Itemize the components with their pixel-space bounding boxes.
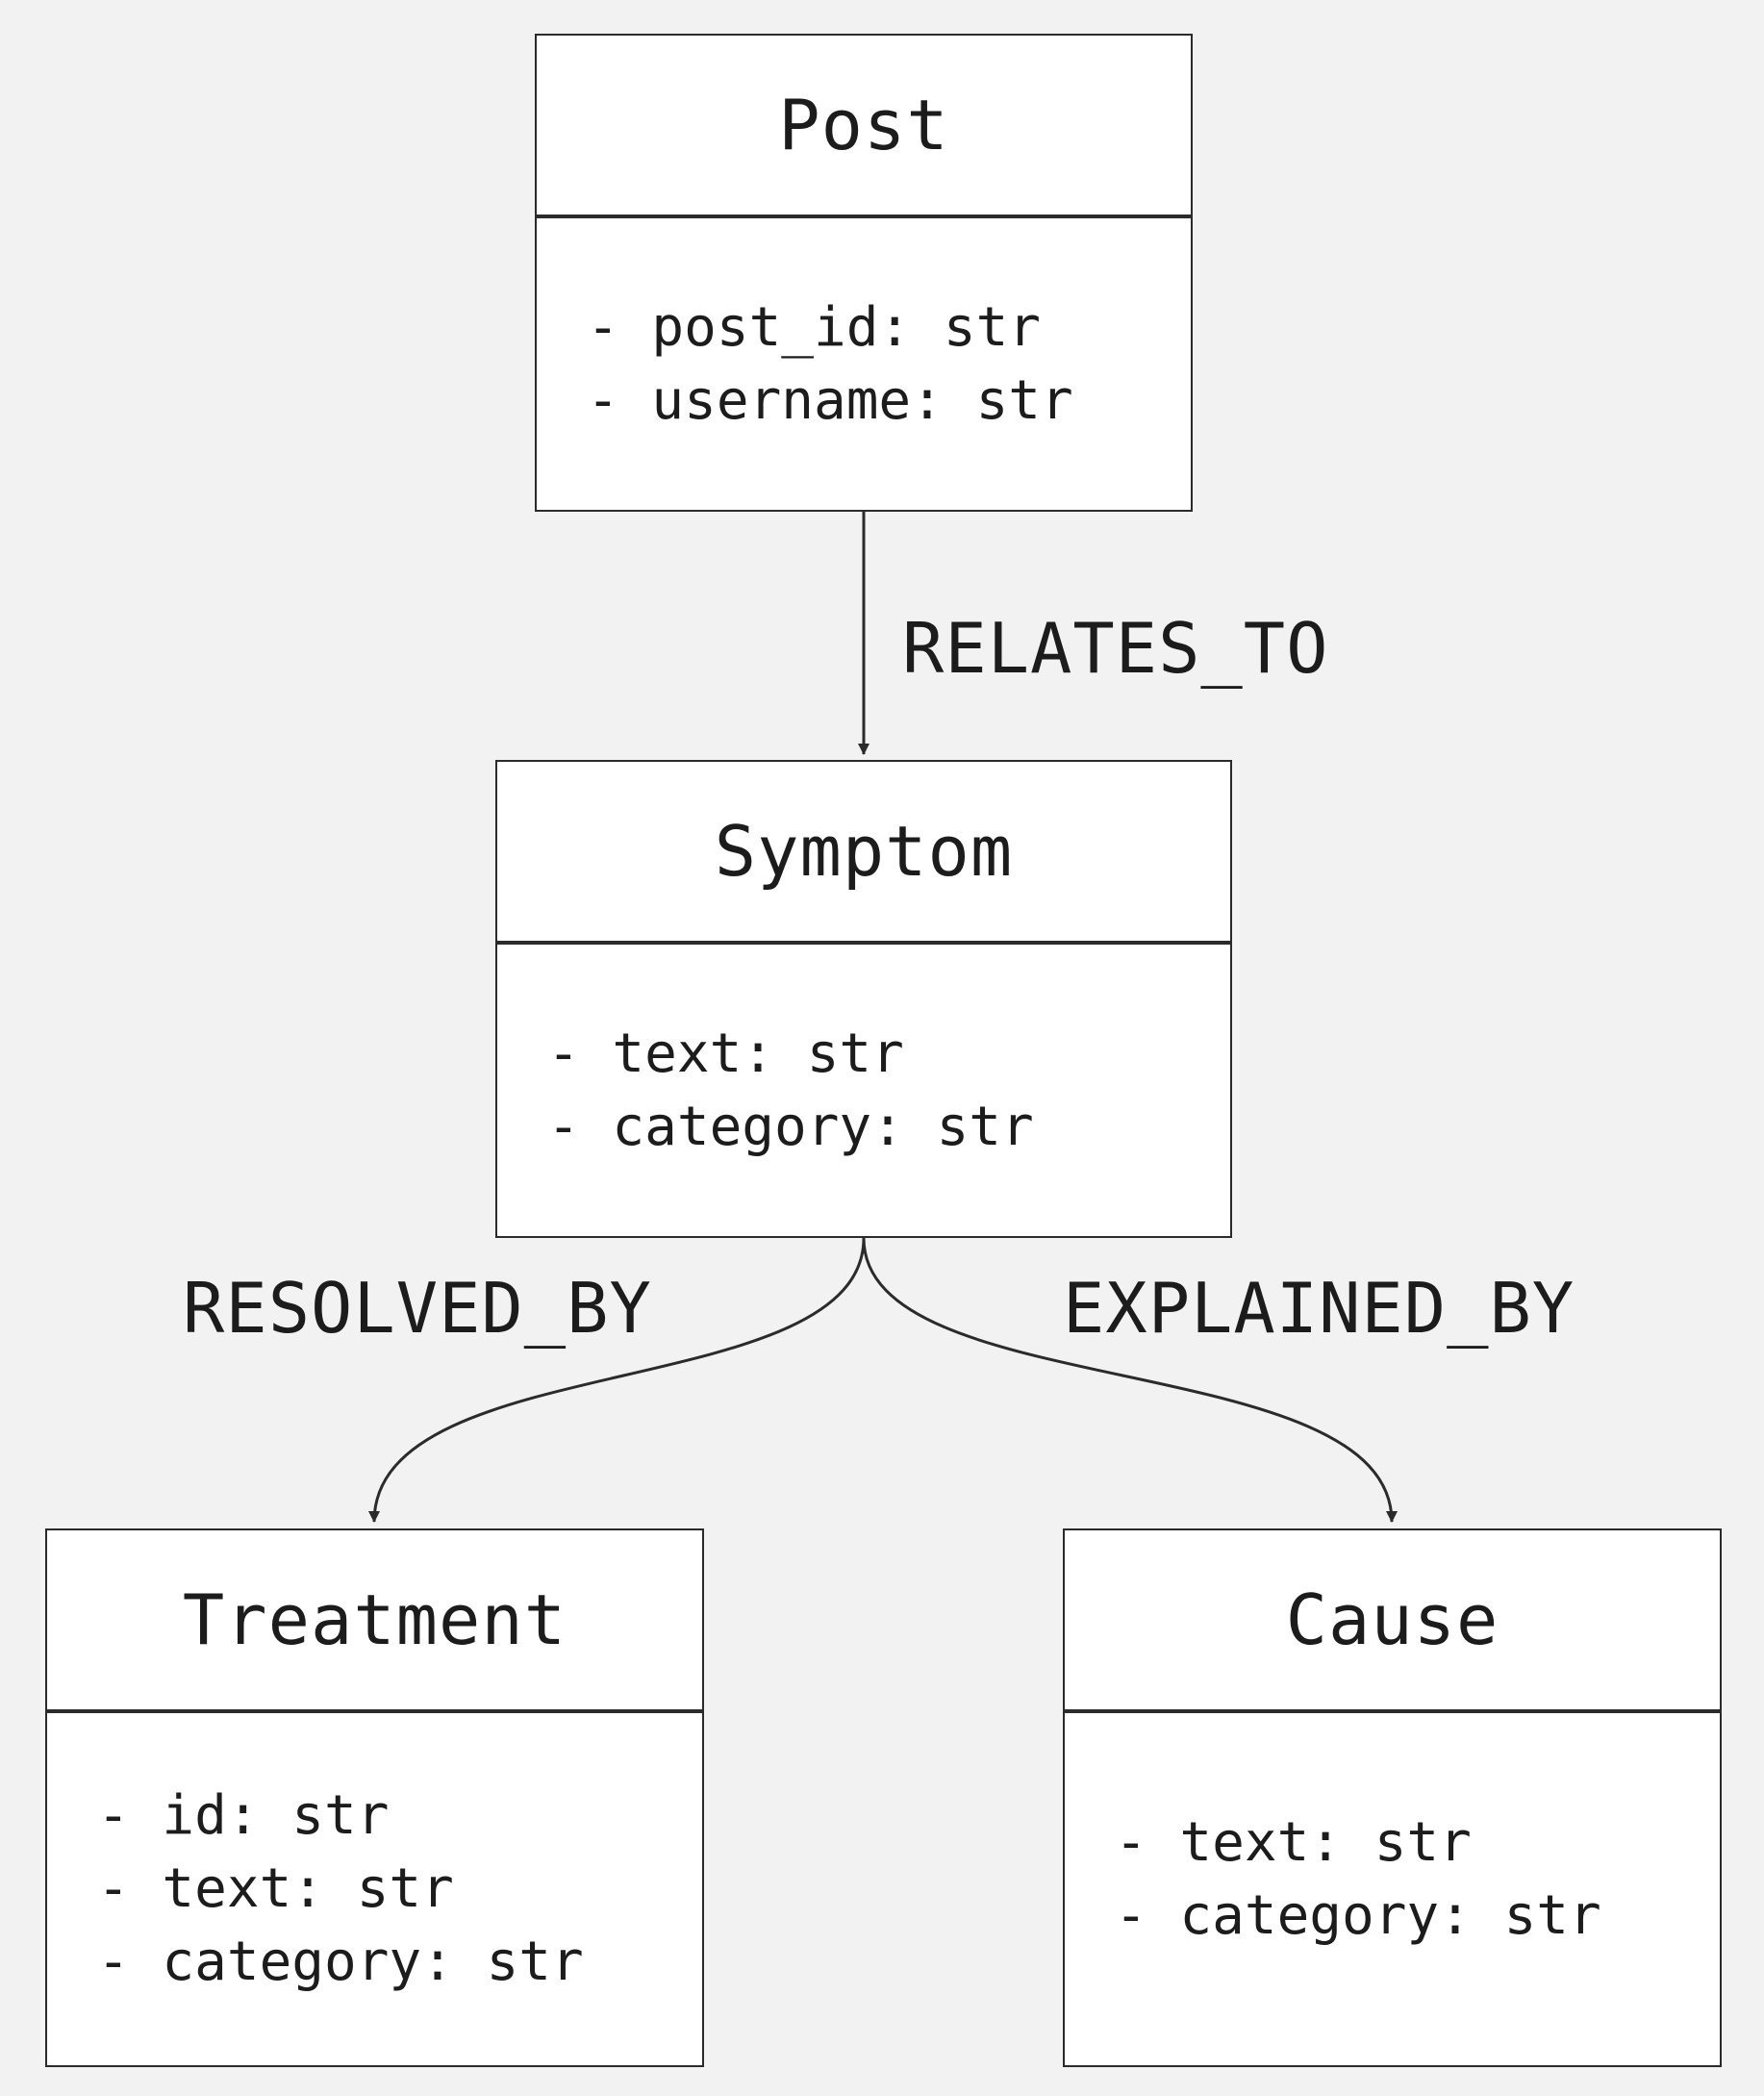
attribute-category: - category: str <box>1115 1884 1601 1947</box>
class-treatment[interactable]: Treatment - id: str - text: str - catego… <box>45 1528 704 2067</box>
class-cause-attributes: - text: str - category: str <box>1065 1713 1720 2065</box>
class-symptom-name: Symptom <box>497 762 1230 945</box>
class-treatment-attributes: - id: str - text: str - category: str <box>47 1713 702 2065</box>
attribute-username: - username: str <box>587 368 1073 432</box>
class-treatment-name: Treatment <box>47 1530 702 1713</box>
attribute-id: - id: str <box>97 1784 390 1847</box>
edge-label-explained-by: EXPLAINED_BY <box>1063 1268 1575 1349</box>
attribute-category: - category: str <box>547 1095 1034 1158</box>
class-post[interactable]: Post - post_id: str - username: str <box>535 34 1193 512</box>
edge-resolved-by <box>368 1237 866 1523</box>
class-symptom-attributes: - text: str - category: str <box>497 945 1230 1236</box>
class-cause-name: Cause <box>1065 1530 1720 1713</box>
edge-explained-by <box>862 1237 1398 1523</box>
class-post-attributes: - post_id: str - username: str <box>537 218 1191 510</box>
class-cause[interactable]: Cause - text: str - category: str <box>1063 1528 1722 2067</box>
edge-label-relates-to: RELATES_TO <box>902 608 1329 689</box>
class-symptom[interactable]: Symptom - text: str - category: str <box>495 760 1232 1238</box>
edge-label-resolved-by: RESOLVED_BY <box>183 1268 652 1349</box>
attribute-post-id: - post_id: str <box>587 295 1042 359</box>
class-post-name: Post <box>537 36 1191 218</box>
attribute-category: - category: str <box>97 1931 584 1993</box>
attribute-text: - text: str <box>97 1857 454 1920</box>
attribute-text: - text: str <box>547 1022 904 1085</box>
attribute-text: - text: str <box>1115 1811 1472 1874</box>
